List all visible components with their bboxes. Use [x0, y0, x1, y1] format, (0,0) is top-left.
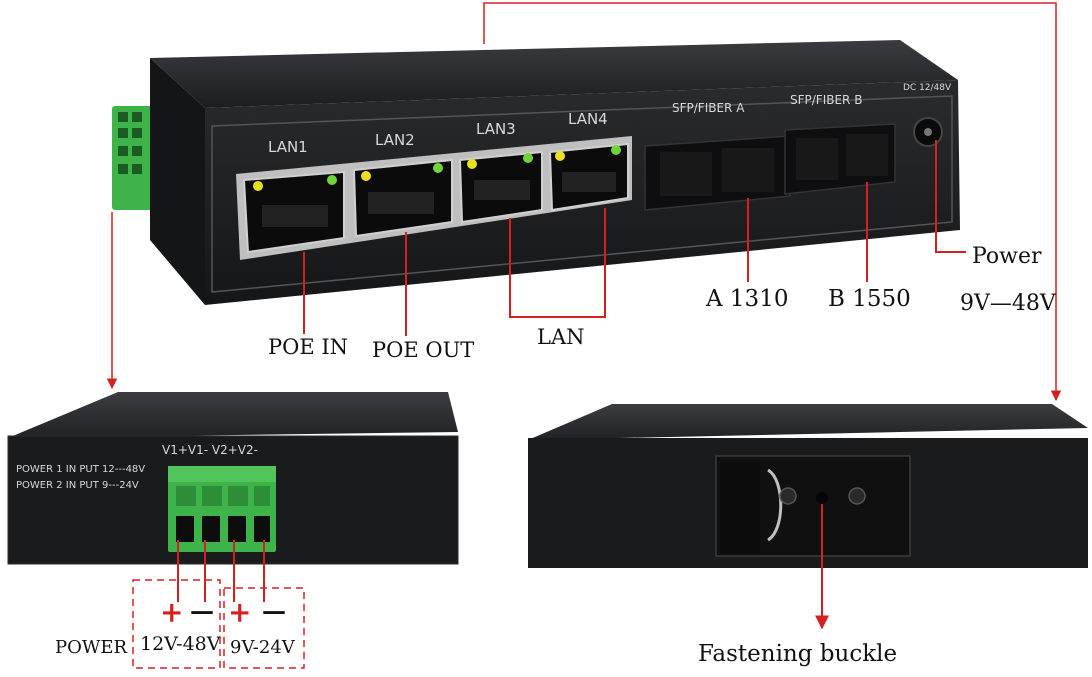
power-terminal-block [168, 466, 276, 552]
power1-range-box [132, 579, 221, 669]
switch-device-back: POWER 1 IN PUT 12---48V POWER 2 IN PUT 9… [7, 392, 459, 565]
poe-in-label: POE IN [268, 335, 349, 359]
power-range-label: 9V—48V [960, 291, 1056, 316]
lan2-port [352, 158, 453, 238]
lan1-label: LAN1 [268, 138, 308, 156]
sfp-fiber-b-label: SFP/FIBER B [790, 93, 862, 107]
sfp-slot-b [784, 123, 896, 195]
minus-sign-1: — [190, 596, 214, 625]
dc-power-jack [913, 117, 943, 147]
sfp-slot-a [644, 135, 791, 211]
arrow-to-underside [483, 2, 1062, 402]
power2-range-box [223, 587, 305, 669]
minus-sign-2: — [262, 596, 286, 625]
power-label: Power [972, 244, 1042, 269]
power-input-1-text: POWER 1 IN PUT 12---48V [16, 464, 145, 475]
terminal-header-text: V1+V1- V2+V2- [162, 443, 258, 457]
sfp-fiber-a-label: SFP/FIBER A [672, 101, 745, 115]
power-pointer [935, 140, 966, 253]
annotation-lines [106, 2, 1062, 669]
plus-sign-2: + [228, 596, 252, 629]
switch-device-underside [528, 404, 1088, 568]
fiber-a-wavelength-label: A 1310 [706, 286, 789, 312]
lan4-port [548, 142, 629, 212]
switch-device-front: LAN1 LAN2 LAN3 LAN4 [112, 40, 960, 305]
side-terminal-block [112, 106, 156, 210]
lan3-label: LAN3 [476, 120, 516, 138]
fastening-buckle-label: Fastening buckle [698, 641, 898, 667]
power2-range-text: 9V-24V [230, 637, 295, 658]
dc-label: DC 12/48V [903, 83, 952, 93]
lan2-label: LAN2 [375, 131, 415, 149]
power1-range-text: 12V-48V [140, 633, 221, 655]
fiber-b-wavelength-label: B 1550 [828, 286, 911, 312]
poe-out-label: POE OUT [372, 338, 475, 362]
lan-label: LAN [537, 325, 585, 349]
din-rail-buckle [715, 455, 911, 557]
lan1-port [242, 170, 345, 254]
power-input-2-text: POWER 2 IN PUT 9---24V [16, 480, 139, 491]
lan4-label: LAN4 [568, 110, 608, 128]
lan-bracket [509, 208, 606, 318]
power-caption: POWER [55, 637, 128, 658]
plus-sign-1: + [160, 596, 184, 629]
lan3-port [458, 150, 543, 224]
